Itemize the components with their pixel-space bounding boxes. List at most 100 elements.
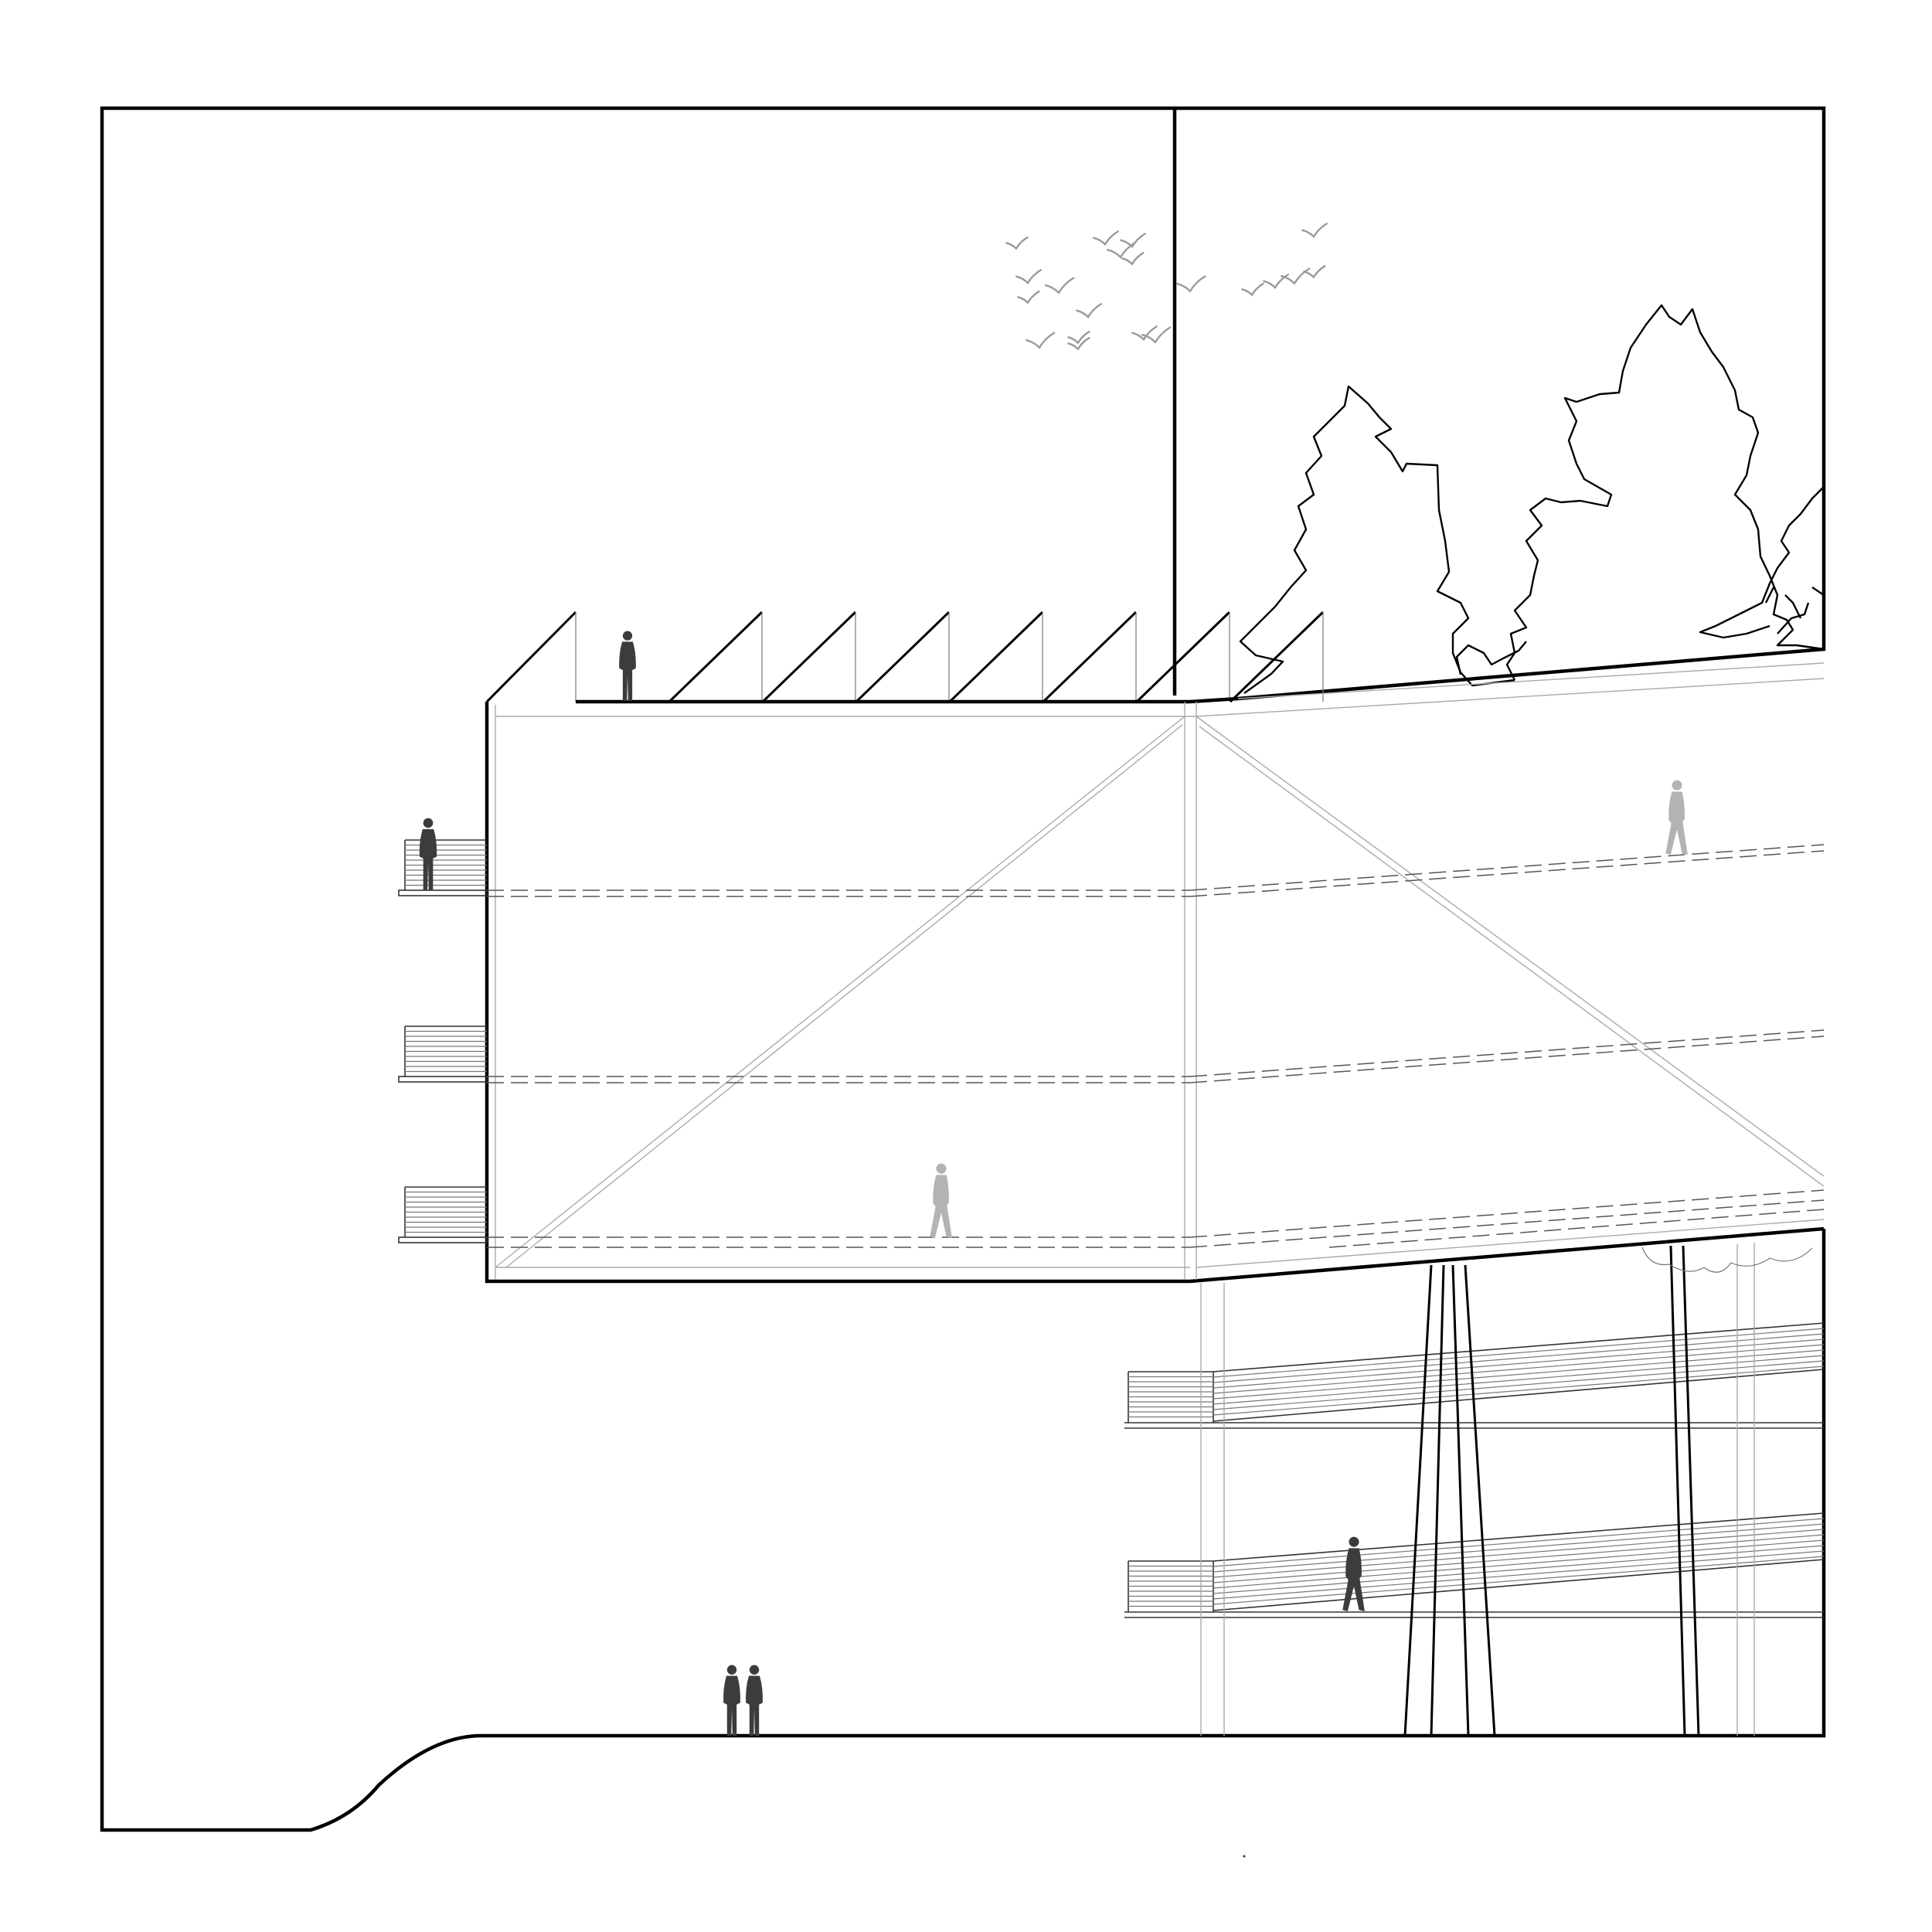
balcony-slab <box>398 1236 488 1243</box>
ramp-slope-wire <box>1213 1529 1825 1578</box>
ramp-slope-deck <box>1213 1559 1825 1611</box>
bird-11 <box>1131 325 1158 342</box>
ramp-upper <box>1124 1322 1825 1429</box>
ramp-slope-wire <box>1213 1518 1825 1567</box>
figure-roof-body <box>619 641 636 701</box>
bird-17 <box>1301 223 1328 239</box>
bird-6 <box>1045 277 1075 294</box>
figure-ground-b-head <box>749 1665 760 1675</box>
figure-balcony-body <box>419 828 437 890</box>
figure-ground-a-body <box>723 1675 740 1736</box>
figure-ground-a <box>723 1665 740 1736</box>
upper-ground-line <box>1175 106 1826 701</box>
ramp-slope-wire <box>1213 1534 1825 1583</box>
level-3-ramp-a <box>1189 1189 1825 1238</box>
ramp-slope-top <box>1213 1322 1825 1372</box>
bird-2 <box>1093 230 1119 247</box>
level-2-ramp-b <box>1189 1036 1825 1083</box>
balcony-lower <box>398 1186 488 1243</box>
figure-lower-floor-head <box>936 1163 947 1174</box>
roof-tooth-2 <box>761 611 857 703</box>
bird-14 <box>1263 274 1289 290</box>
figure-lower-floor <box>930 1163 952 1238</box>
tree-branches <box>1764 587 1825 634</box>
balcony-middle <box>398 1026 488 1083</box>
ramp-slope-wire <box>1213 1344 1825 1394</box>
figure-roof-head <box>622 631 633 641</box>
balcony-slab <box>398 889 488 896</box>
ramp-slope-wire <box>1213 1539 1825 1589</box>
bird-19 <box>1067 337 1090 351</box>
ramp-slope-wire <box>1213 1333 1825 1383</box>
ramp-slope-wire <box>1213 1328 1825 1378</box>
support-columns <box>1200 1243 1813 1736</box>
bird-4 <box>1121 252 1145 266</box>
roof-tooth-5 <box>1042 611 1138 703</box>
bird-13 <box>1241 283 1264 297</box>
bird-1 <box>1005 236 1029 250</box>
left-balconies <box>398 839 488 1243</box>
brace-left-a <box>495 716 1185 1268</box>
figure-ground-b <box>746 1665 763 1736</box>
figure-lower-ramp-head <box>1349 1536 1359 1547</box>
figures <box>419 631 1688 1736</box>
roof-tooth-7 <box>1229 611 1325 703</box>
bird-20 <box>1120 233 1146 249</box>
ramp-slope-wire <box>1213 1556 1825 1605</box>
canopy-underside <box>1641 1247 1813 1273</box>
roof-tooth-4 <box>948 611 1044 703</box>
tree-left <box>1239 385 1515 694</box>
site-outline <box>100 106 1826 1832</box>
ramp-slope-wire <box>1213 1349 1825 1400</box>
ramp-slope-wire <box>1213 1355 1825 1405</box>
figure-lower-floor-body <box>930 1175 952 1238</box>
site-boundary <box>100 106 1826 1832</box>
tree-base-loop <box>1455 641 1527 675</box>
level-1-ramp-b <box>1189 850 1825 897</box>
level-2-ramp-a <box>1189 1029 1825 1077</box>
ramp-slope-wire <box>1213 1550 1825 1600</box>
building-volume <box>485 662 1825 1284</box>
figure-roof <box>619 631 636 701</box>
tree-right <box>1505 304 1825 681</box>
lower-ramps <box>1124 1322 1825 1618</box>
ramp-slope-wire <box>1213 1545 1825 1594</box>
ramp-slope-deck <box>1213 1369 1825 1422</box>
level-3-ramp-b <box>1189 1199 1825 1248</box>
bird-18 <box>1141 326 1172 344</box>
v-column-1b <box>1430 1264 1445 1736</box>
roof-tooth-3 <box>855 611 951 703</box>
ramp-slope-wire <box>1213 1338 1825 1389</box>
balcony-upper <box>398 839 488 896</box>
ramp-slope-wire <box>1213 1523 1825 1573</box>
ramp-slope-wire <box>1213 1360 1825 1410</box>
tree-far-right <box>1699 486 1825 639</box>
bird-8 <box>1076 303 1102 319</box>
bird-flock <box>1005 223 1328 351</box>
v-column-2b <box>1682 1245 1700 1736</box>
figure-upper-ramp-interior <box>1665 780 1688 855</box>
roof-edge-diagonal <box>485 611 577 703</box>
dot-mark <box>1243 1855 1246 1858</box>
roof-tooth-1 <box>668 611 764 703</box>
wing-top-a <box>1237 662 1825 699</box>
roof-sawtooth <box>485 611 1325 703</box>
building-left-and-bottom <box>485 702 1825 1284</box>
wing-top-b <box>1196 678 1825 717</box>
figure-ground-b-body <box>746 1675 763 1736</box>
roof-tooth-6 <box>1135 611 1231 703</box>
figure-ground-a-head <box>726 1665 737 1675</box>
v-column-1d <box>1464 1264 1496 1736</box>
trees <box>1239 304 1825 694</box>
bird-16 <box>1303 265 1326 279</box>
figure-lower-ramp-body <box>1342 1548 1365 1611</box>
brace-right-a <box>1196 716 1825 1177</box>
ramp-slope-top <box>1213 1512 1825 1562</box>
ramp-lower <box>1124 1512 1825 1618</box>
balcony-slab <box>398 1076 488 1083</box>
figure-lower-ramp <box>1342 1536 1365 1611</box>
bird-5 <box>1015 269 1042 285</box>
bird-7 <box>1017 291 1040 304</box>
v-column-1a <box>1403 1264 1433 1736</box>
